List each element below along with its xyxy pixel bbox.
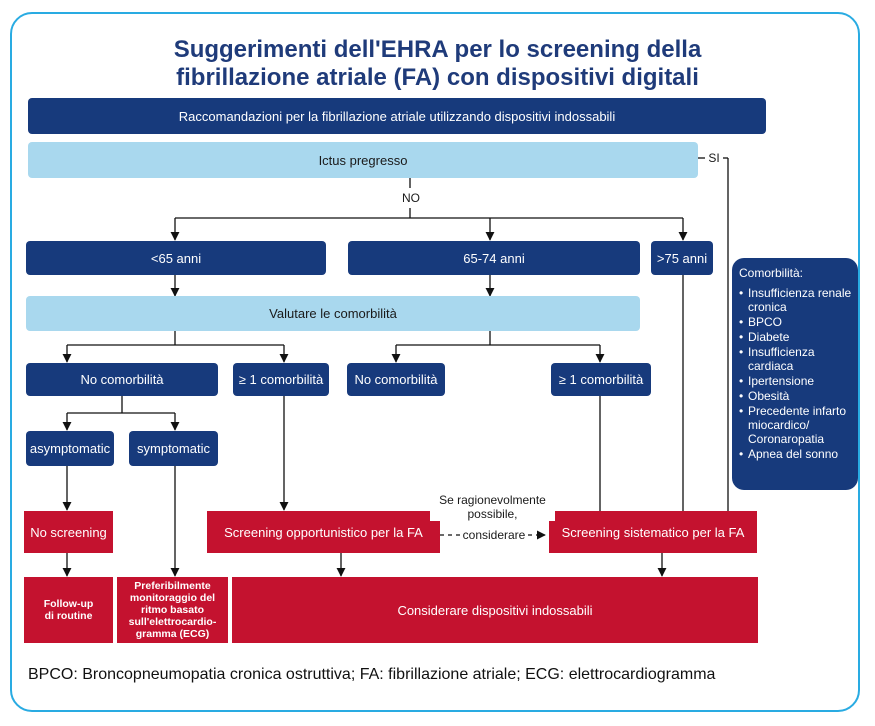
page-title: Suggerimenti dell'EHRA per lo screening … — [0, 36, 875, 92]
opportunistic-screening-box: Screening opportunistico per la FA — [207, 511, 440, 553]
comorbidity-item: Insufficienza cardiaca — [739, 345, 852, 373]
comorbidity-item: Obesità — [739, 389, 852, 403]
label-yes: SI — [705, 151, 723, 165]
comorbidity-item: Diabete — [739, 330, 852, 344]
comorbidity-right-text: ≥ 1 comorbilità — [558, 372, 644, 387]
systematic-screening-text: Screening sistematico per la FA — [561, 524, 745, 540]
symptomatic-box: symptomatic — [129, 431, 218, 466]
comorbidity-left-box: ≥ 1 comorbilità — [233, 363, 329, 396]
if-possible-line-1: Se ragionevolmente — [439, 493, 546, 507]
comorbidity-item: Precedente infarto miocardico/ Coronarop… — [739, 404, 852, 446]
if-possible-label: Se ragionevolmente possibile, — [430, 493, 555, 521]
comorbidities-heading: Comorbilità: — [739, 266, 804, 280]
if-possible-line-2: possibile, — [467, 507, 518, 521]
no-comorbidity-left-text: No comorbilità — [80, 372, 164, 387]
comorbidity-right-box: ≥ 1 comorbilità — [551, 363, 651, 396]
no-screening-text: No screening — [30, 524, 107, 540]
comorbidity-item: Apnea del sonno — [739, 447, 852, 461]
asymptomatic-text: asymptomatic — [29, 441, 111, 456]
symptomatic-text: symptomatic — [137, 441, 210, 456]
opportunistic-screening-text: Screening opportunistico per la FA — [224, 524, 423, 540]
preferably-line-3: ritmo basato — [140, 604, 204, 616]
frame-border — [10, 12, 860, 712]
comorbidity-item: BPCO — [739, 315, 852, 329]
age-over-75-box: >75 anni — [651, 241, 713, 275]
age-under-65-box: <65 anni — [26, 241, 326, 275]
preferably-line-2: monitoraggio del — [129, 592, 216, 604]
wearables-box: Considerare dispositivi indossabili — [232, 577, 758, 643]
comorbidity-item: Ipertensione — [739, 374, 852, 388]
label-no: NO — [400, 191, 422, 205]
footnote: BPCO: Broncopneumopatia cronica ostrutti… — [28, 666, 716, 683]
previous-stroke-box: Ictus pregresso — [28, 142, 698, 178]
previous-stroke-text: Ictus pregresso — [318, 152, 408, 168]
if-possible-consider-label: considerare — [461, 528, 527, 542]
evaluate-comorbidities-box: Valutare le comorbilità — [26, 296, 640, 331]
no-comorbidity-left-box: No comorbilità — [26, 363, 218, 396]
title-line-1: Suggerimenti dell'EHRA per lo screening … — [173, 36, 702, 63]
comorbidities-panel: Comorbilità: Insufficienza renale cronic… — [732, 258, 858, 490]
recommendations-text: Raccomandazioni per la fibrillazione atr… — [178, 108, 616, 124]
preferably-ecg-box: Preferibilmente monitoraggio del ritmo b… — [117, 577, 228, 643]
no-comorbidity-right-box: No comorbilità — [347, 363, 445, 396]
preferably-line-1: Preferibilmente — [134, 580, 211, 592]
comorbidity-item: Insufficienza renale cronica — [739, 286, 852, 314]
followup-box: Follow-up di routine — [24, 577, 113, 643]
preferably-line-4: sull'elettrocardio- — [128, 616, 217, 628]
age-under-65-text: <65 anni — [150, 250, 202, 266]
title-line-2: fibrillazione atriale (FA) con dispositi… — [176, 64, 699, 91]
comorbidity-left-text: ≥ 1 comorbilità — [238, 372, 324, 387]
recommendations-banner: Raccomandazioni per la fibrillazione atr… — [28, 98, 766, 134]
age-over-75-text: >75 anni — [656, 250, 708, 266]
no-comorbidity-right-text: No comorbilità — [354, 372, 438, 387]
asymptomatic-box: asymptomatic — [26, 431, 114, 466]
age-65-74-box: 65-74 anni — [348, 241, 640, 275]
followup-line-1: Follow-up — [43, 598, 94, 610]
evaluate-comorbidities-text: Valutare le comorbilità — [269, 306, 397, 321]
systematic-screening-box: Screening sistematico per la FA — [549, 511, 757, 553]
age-65-74-text: 65-74 anni — [463, 250, 525, 266]
comorbidities-list: Insufficienza renale cronica BPCO Diabet… — [739, 286, 852, 461]
preferably-line-5: gramma (ECG) — [135, 628, 210, 640]
no-screening-box: No screening — [24, 511, 113, 553]
wearables-text: Considerare dispositivi indossabili — [397, 602, 593, 618]
followup-line-2: di routine — [44, 610, 93, 622]
